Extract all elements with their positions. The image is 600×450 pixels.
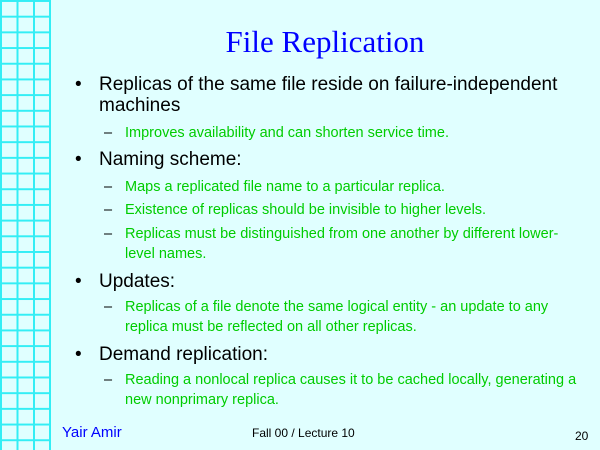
bullet: •Demand replication: xyxy=(75,344,268,365)
page-number: 20 xyxy=(575,429,589,443)
sub-bullet: –Replicas of a file denote the same logi… xyxy=(104,299,549,335)
sub-bullet: –Reading a nonlocal replica causes it to… xyxy=(104,372,577,408)
sub-bullet: –Existence of replicas should be invisib… xyxy=(104,202,487,218)
sub-bullet: –Replicas must be distinguished from one… xyxy=(104,226,559,262)
footer-course: Fall 00 / Lecture 10 xyxy=(252,426,355,440)
slide-title: File Replication xyxy=(225,24,425,59)
footer-author: Yair Amir xyxy=(62,424,122,441)
bullet: •Naming scheme: xyxy=(75,149,242,170)
grid-decoration xyxy=(0,0,51,450)
sub-bullet: –Improves availability and can shorten s… xyxy=(104,125,449,141)
bullet: •Replicas of the same file reside on fai… xyxy=(75,74,558,116)
bullet: •Updates: xyxy=(75,271,176,292)
sub-bullet: –Maps a replicated file name to a partic… xyxy=(104,179,445,195)
